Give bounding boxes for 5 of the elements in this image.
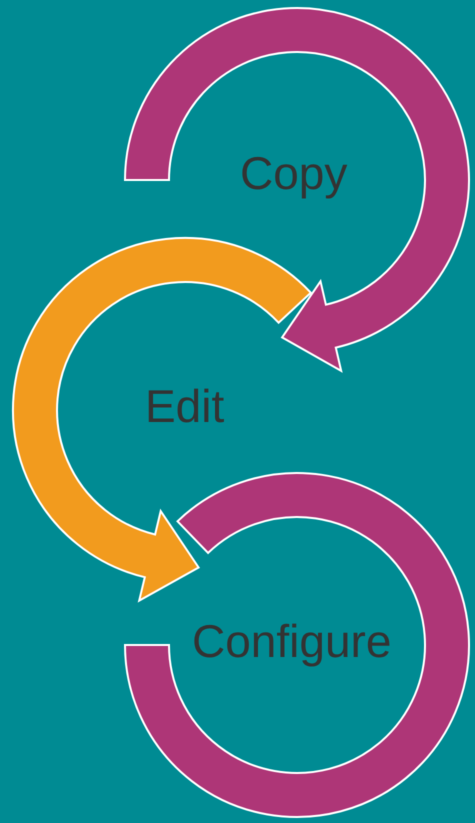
circular-arrow (12, 237, 312, 602)
step-label: Edit (145, 383, 224, 429)
circular-arrow (124, 7, 470, 372)
step-label: Copy (240, 150, 348, 196)
step-label: Configure (192, 618, 392, 664)
